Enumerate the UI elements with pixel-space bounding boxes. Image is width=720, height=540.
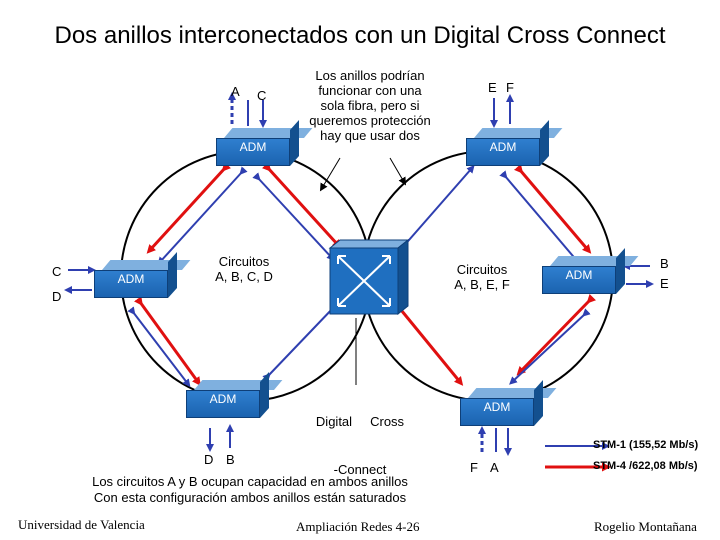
- label-c-left: C: [52, 264, 62, 279]
- adm-top-left: ADM: [216, 120, 313, 166]
- saturation-note: Los circuitos A y B ocupan capacidad en …: [92, 474, 408, 505]
- label-f-top: F: [506, 80, 514, 95]
- adm-right: ADM: [542, 248, 639, 294]
- label-d-left: D: [52, 289, 62, 304]
- label-e-right: E: [660, 276, 669, 291]
- footer-course: Ampliación Redes 4-26: [296, 519, 420, 534]
- adm-label: ADM: [239, 140, 267, 154]
- adm-label: ADM: [209, 392, 237, 406]
- label-c-top: C: [257, 88, 267, 103]
- label-f-bottom: F: [470, 460, 478, 475]
- left-ring-circuits: Circuitos A, B, C, D: [215, 254, 273, 284]
- right-ring-circuits: Circuitos A, B, E, F: [454, 262, 510, 292]
- label-a-top: A: [231, 84, 240, 99]
- label-e-top: E: [488, 80, 497, 95]
- adm-bottom-left: ADM: [186, 372, 283, 418]
- legend-blue-text: STM-1 (155,52 Mb/s): [593, 439, 699, 451]
- label-b-bottom: B: [226, 452, 235, 467]
- adm-label: ADM: [565, 268, 593, 282]
- page-title: Dos anillos interconectados con un Digit…: [54, 22, 666, 49]
- label-a-bottom: A: [490, 460, 499, 475]
- adm-left: ADM: [94, 252, 191, 298]
- legend-red-text: STM-4 /622,08 Mb/s): [593, 460, 698, 472]
- protection-note: Los anillos podrían funcionar con una so…: [309, 68, 431, 143]
- digital-cross-connect: [328, 238, 410, 316]
- adm-label: ADM: [117, 272, 145, 286]
- label-d-bottom: D: [204, 452, 214, 467]
- footer-author: Rogelio Montañana: [594, 519, 697, 534]
- footer-university: Universidad de Valencia: [18, 517, 145, 532]
- adm-label: ADM: [483, 400, 511, 414]
- adm-label: ADM: [489, 140, 517, 154]
- adm-top-right: ADM: [466, 120, 563, 166]
- dcc-label: Digital Cross -Connect: [315, 414, 405, 477]
- label-b-right: B: [660, 256, 669, 271]
- adm-bottom-right: ADM: [460, 380, 557, 426]
